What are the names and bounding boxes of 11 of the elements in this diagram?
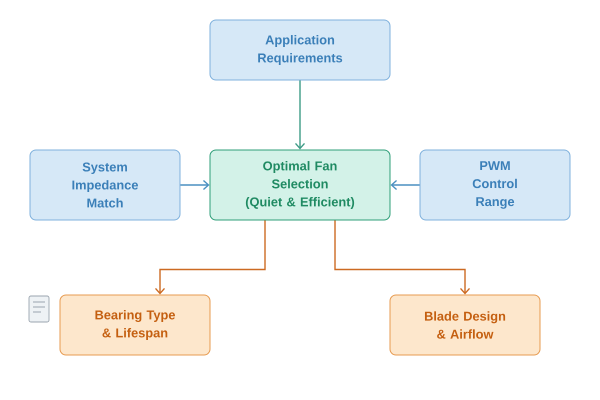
- process-box: Blade Design & Airflow: [390, 294, 540, 356]
- process-box: PWM Control Range: [420, 150, 570, 220]
- arrow: [154, 220, 266, 294]
- process-box: System Impedance Match: [30, 150, 180, 220]
- process-box: Application Requirements: [210, 20, 390, 80]
- process-box: Optimal Fan Selection (Quiet & Efficient): [210, 150, 390, 220]
- arrow: [390, 180, 420, 190]
- arrow: [180, 180, 210, 190]
- arrow: [294, 80, 306, 150]
- arrow: [334, 220, 470, 294]
- process-box: Bearing Type & Lifespan: [60, 294, 210, 356]
